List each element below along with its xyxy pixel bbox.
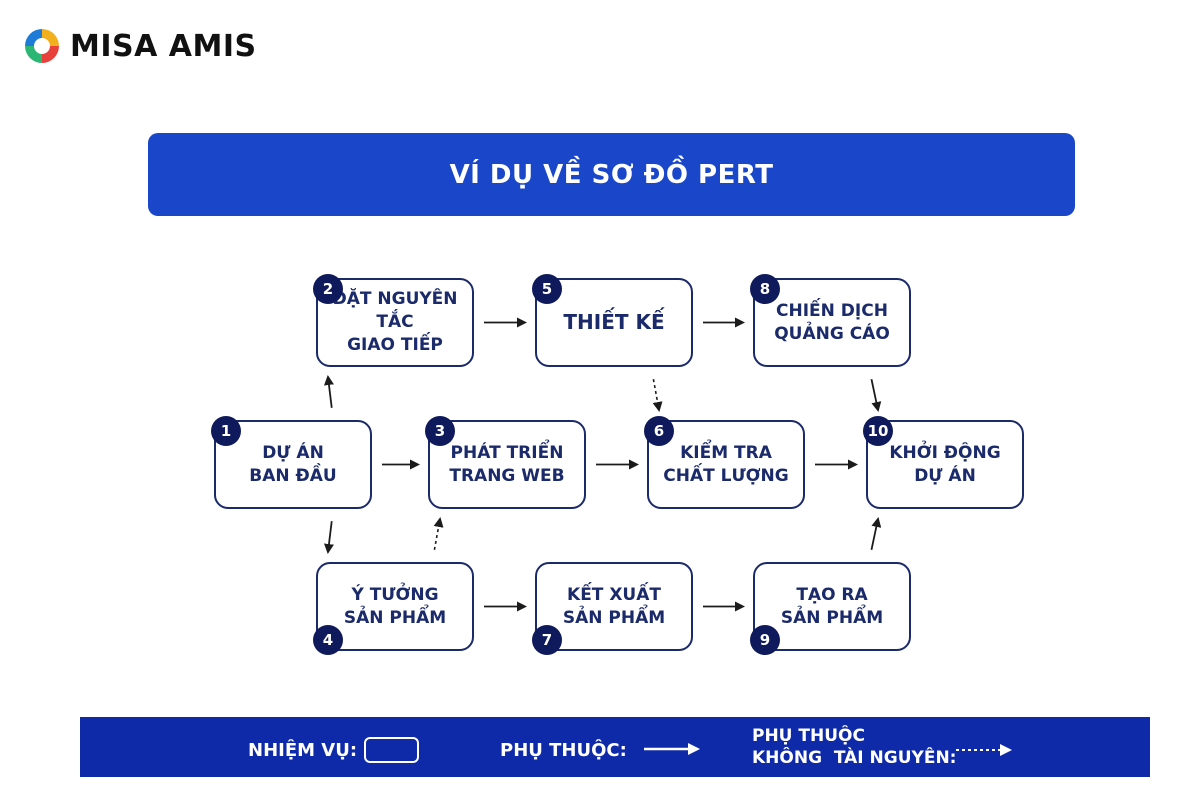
brand-logo: MISA AMIS — [22, 26, 257, 66]
task-node-6: 6 KIỂM TRA CHẤT LƯỢNG — [644, 416, 805, 509]
task-node-3: 3 PHÁT TRIỂN TRANG WEB — [425, 416, 586, 509]
brand-name: MISA AMIS — [70, 28, 257, 64]
task-label: TẠO RA SẢN PHẨM — [780, 584, 884, 628]
arrow-9-to-10 — [870, 517, 882, 551]
task-node-10: 10 KHỞI ĐỘNG DỰ ÁN — [863, 416, 1024, 509]
task-number-badge: 9 — [750, 625, 780, 655]
task-number-badge: 3 — [425, 416, 455, 446]
task-node-9: 9 TẠO RA SẢN PHẨM — [750, 562, 911, 655]
legend-task-swatch — [364, 737, 419, 763]
legend-nonresource-line2: KHÔNG TÀI NGUYÊN: — [752, 748, 957, 768]
page-title: VÍ DỤ VỀ SƠ ĐỒ PERT — [449, 159, 774, 190]
legend-dotted-arrow-icon — [956, 744, 1012, 756]
task-number-badge: 10 — [863, 416, 893, 446]
legend-bar: NHIỆM VỤ: PHỤ THUỘC: PHỤ THUỘC KHÔNG TÀI… — [80, 717, 1150, 777]
task-label: ĐẶT NGUYÊN TẮC GIAO TIẾP — [332, 289, 458, 355]
legend-task-label: NHIỆM VỤ: — [248, 740, 358, 761]
task-node-7: 7 KẾT XUẤT SẢN PHẨM — [532, 562, 693, 655]
arrow-1-to-4 — [323, 521, 334, 554]
task-label: DỰ ÁN BAN ĐẦU — [249, 442, 337, 486]
task-node-4: 4 Ý TƯỞNG SẢN PHẨM — [313, 562, 474, 655]
task-number-badge: 1 — [211, 416, 241, 446]
task-number-badge: 4 — [313, 625, 343, 655]
task-number-badge: 7 — [532, 625, 562, 655]
task-number-badge: 8 — [750, 274, 780, 304]
task-node-1: 1 DỰ ÁN BAN ĐẦU — [211, 416, 372, 509]
legend-solid-arrow-icon — [644, 743, 700, 755]
task-label: KẾT XUẤT SẢN PHẨM — [562, 584, 666, 628]
arrow-8-to-10 — [870, 378, 882, 412]
task-label: KIỂM TRA CHẤT LƯỢNG — [663, 442, 789, 486]
task-label: THIẾT KẾ — [563, 310, 665, 334]
task-label: PHÁT TRIỂN TRANG WEB — [449, 442, 565, 486]
task-label: KHỞI ĐỘNG DỰ ÁN — [889, 442, 1001, 486]
task-number-badge: 6 — [644, 416, 674, 446]
legend-nonresource-label: PHỤ THUỘC KHÔNG TÀI NGUYÊN: — [752, 725, 956, 769]
circular-logo-icon — [25, 29, 59, 63]
task-number-badge: 2 — [313, 274, 343, 304]
task-number-badge: 5 — [532, 274, 562, 304]
title-banner: VÍ DỤ VỀ SƠ ĐỒ PERT — [148, 133, 1075, 216]
legend-dependency-label: PHỤ THUỘC: — [500, 740, 627, 761]
task-node-5: 5 THIẾT KẾ — [532, 274, 693, 367]
arrow-5-to-6 — [652, 379, 663, 412]
task-node-8: 8 CHIẾN DỊCH QUẢNG CÁO — [750, 274, 911, 367]
arrow-4-to-3 — [433, 517, 444, 550]
task-label: Ý TƯỞNG SẢN PHẨM — [343, 584, 447, 628]
task-label: CHIẾN DỊCH QUẢNG CÁO — [774, 300, 890, 344]
task-node-2: 2 ĐẶT NGUYÊN TẮC GIAO TIẾP — [313, 274, 474, 367]
arrow-1-to-2 — [323, 375, 334, 408]
legend-nonresource-line1: PHỤ THUỘC — [752, 726, 865, 746]
